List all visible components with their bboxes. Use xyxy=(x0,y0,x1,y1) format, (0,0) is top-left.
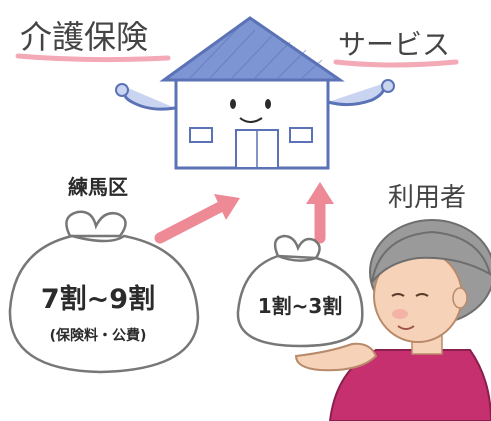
person-ear xyxy=(452,287,468,309)
house-left-window xyxy=(189,127,213,143)
money-bag-icon: 7割~9割 (保険料・公費) xyxy=(8,210,200,374)
house-right-eye xyxy=(265,99,271,109)
municipality-label: 練馬区 xyxy=(68,175,128,199)
large-bag-knot xyxy=(65,210,127,238)
person-right-eye xyxy=(415,293,429,297)
person-bangs xyxy=(371,230,491,283)
arrow-left-head xyxy=(214,194,240,220)
house-right-arm xyxy=(327,83,386,107)
title-right-underline xyxy=(333,59,459,68)
title-left-text: 介護保険 xyxy=(20,18,148,56)
person-mouth xyxy=(397,325,415,330)
arrow-up-icon xyxy=(154,194,240,244)
arrow-left-shaft xyxy=(154,200,228,244)
house-roof xyxy=(159,16,345,82)
user-label: 利用者 xyxy=(388,183,466,213)
large-bag-note: (保険料・公費) xyxy=(50,327,147,344)
title-right-text: サービス xyxy=(338,28,450,61)
person-cheek xyxy=(392,309,408,319)
large-bag-share: 7割~9割 xyxy=(41,283,155,315)
house-left-hand xyxy=(115,83,129,97)
small-bag-share: 1割~3割 xyxy=(258,294,343,318)
house-left-arm xyxy=(123,86,176,111)
person-left-eye xyxy=(391,293,405,297)
small-bag-body xyxy=(236,254,364,348)
house-left-eye xyxy=(230,99,236,109)
person-hand xyxy=(294,342,378,372)
title-left: 介護保険 xyxy=(15,18,171,63)
title-left-underline xyxy=(15,53,171,63)
house-smile xyxy=(239,117,263,123)
arrow-up-icon xyxy=(306,182,334,244)
money-bag-icon: 1割~3割 xyxy=(236,234,364,348)
elderly-person-icon xyxy=(294,219,491,421)
house-icon xyxy=(115,16,395,170)
large-bag-body xyxy=(8,234,200,374)
house-roof-hatch xyxy=(189,25,323,79)
house-right-window xyxy=(289,127,313,143)
house-right-hand xyxy=(381,79,395,93)
title-right: サービス xyxy=(333,28,459,68)
arrow-right-head xyxy=(306,182,334,204)
small-bag-knot xyxy=(273,234,321,260)
